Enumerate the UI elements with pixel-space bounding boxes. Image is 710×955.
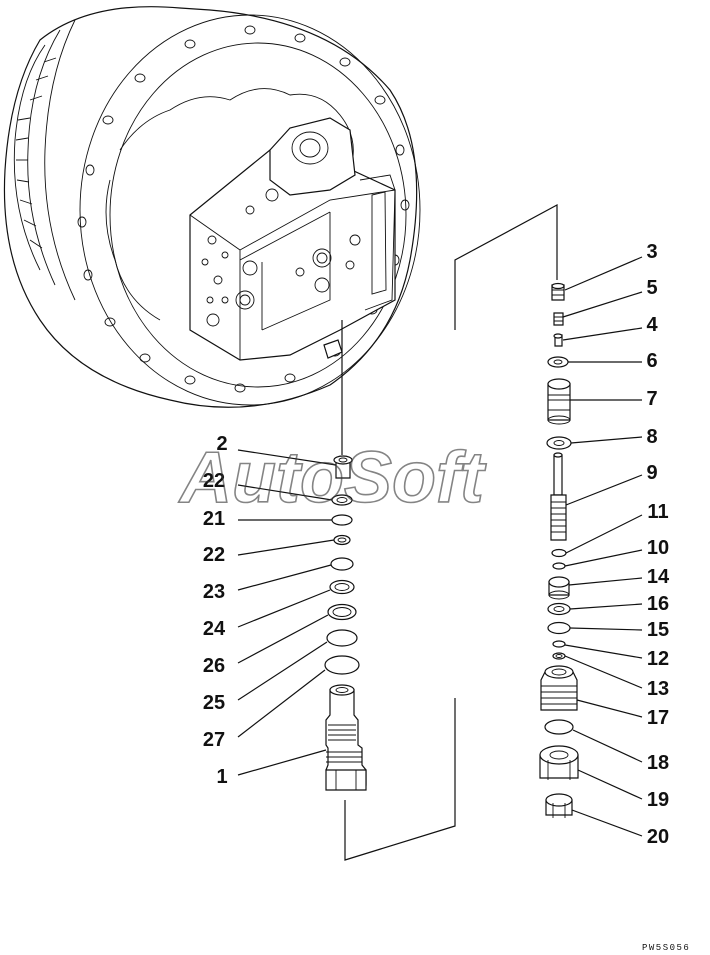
callout-23: 23: [203, 581, 225, 603]
callouts-left: 2 22 21 22 23 24 26 25 27 1: [203, 433, 228, 788]
part-27-ring: [324, 655, 360, 675]
part-16-ring: [547, 602, 571, 616]
part-25-ring: [326, 629, 358, 647]
callout-7: 7: [646, 388, 657, 410]
callout-1: 1: [216, 766, 227, 788]
callout-8: 8: [646, 426, 657, 448]
callout-4: 4: [646, 314, 658, 336]
callout-9: 9: [646, 462, 657, 484]
part-24-ring: [329, 579, 355, 595]
callouts-right: 3 5 4 6 7 8 9 11 10 14 16 15 12 13 17 18…: [646, 241, 670, 848]
group-bracket-right: [454, 203, 558, 330]
relief-valve-stack: [324, 320, 456, 861]
callout-13: 13: [647, 678, 669, 700]
callout-20: 20: [647, 826, 669, 848]
part-6-seat: [547, 356, 569, 368]
callout-3: 3: [646, 241, 657, 263]
callout-27: 27: [203, 729, 225, 751]
callout-12: 12: [647, 648, 669, 670]
part-2-plug: [333, 455, 353, 479]
part-15-ring: [547, 621, 571, 635]
part-1-valve-cartridge: [325, 684, 367, 791]
callout-11: 11: [647, 501, 668, 523]
part-8-washer: [546, 436, 572, 450]
part-19-nut: [539, 745, 579, 780]
callout-22-lower: 22: [203, 544, 225, 566]
callout-22-upper: 22: [203, 470, 225, 492]
callout-2: 2: [216, 433, 227, 455]
callout-18: 18: [647, 752, 669, 774]
callout-26: 26: [203, 655, 225, 677]
callout-21: 21: [203, 508, 225, 530]
callout-16: 16: [647, 593, 669, 615]
part-5-spring: [553, 312, 564, 326]
part-14-body: [548, 576, 570, 600]
leader-lines: [237, 256, 643, 837]
callout-19: 19: [647, 789, 669, 811]
watermark: AutoSoft: [178, 438, 487, 518]
part-20-cap: [545, 793, 573, 818]
callout-10: 10: [647, 537, 669, 559]
part-26-backup-ring: [327, 603, 357, 621]
travel-motor-housing: [3, 6, 421, 408]
callout-25: 25: [203, 692, 225, 714]
part-13-ring: [552, 652, 566, 660]
part-18-o-ring: [544, 719, 574, 735]
part-9-spool: [550, 452, 567, 541]
part-22-o-ring-lower: [333, 534, 351, 546]
callout-17: 17: [647, 707, 669, 729]
callout-24: 24: [203, 618, 226, 640]
callout-5: 5: [646, 277, 657, 299]
part-7-sleeve: [547, 378, 571, 425]
drawing-code: PW5S056: [642, 943, 690, 953]
part-23-ring: [330, 557, 354, 571]
part-10-ring: [552, 562, 566, 570]
callout-6: 6: [646, 350, 657, 372]
callout-14: 14: [647, 566, 670, 588]
part-17-plug-body: [540, 665, 578, 711]
callout-15: 15: [647, 619, 669, 641]
group-bracket-left: [344, 698, 456, 861]
part-12-ring: [552, 640, 566, 648]
part-11-ring: [551, 548, 567, 558]
